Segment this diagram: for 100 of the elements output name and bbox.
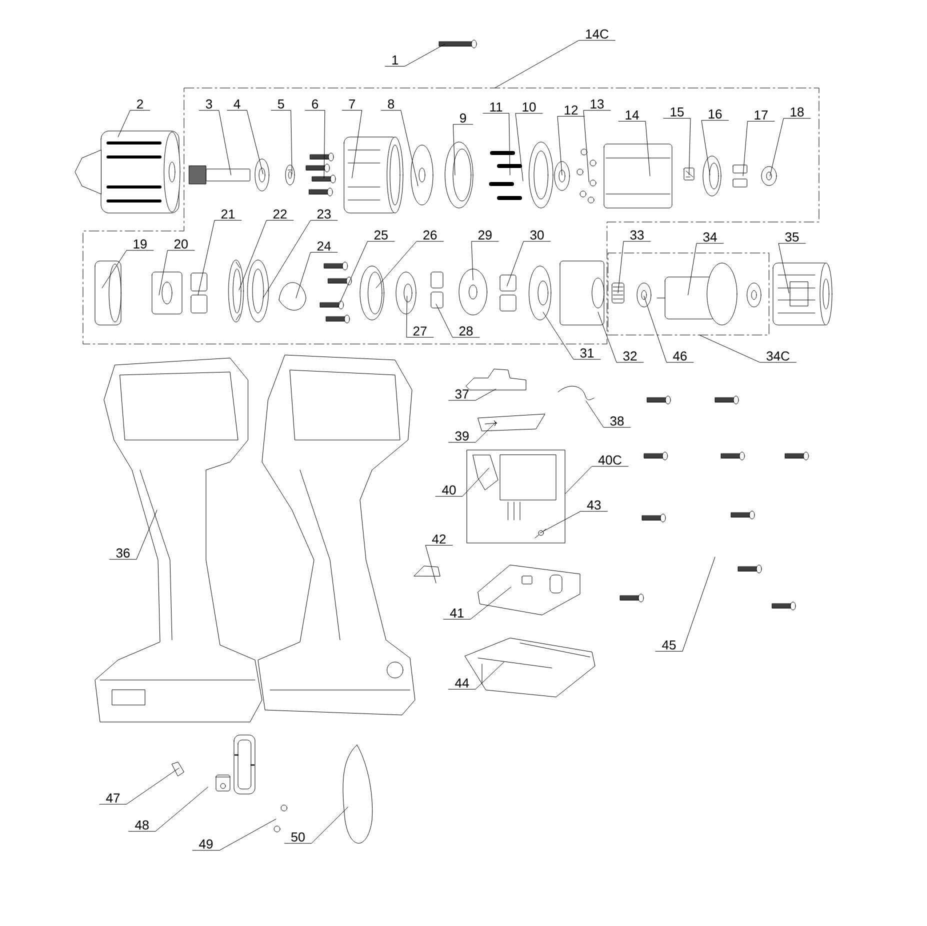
leader-line	[540, 511, 608, 534]
callout-number: 22	[273, 209, 287, 219]
leader-line	[663, 118, 691, 176]
part-drawing	[576, 148, 596, 204]
leader-line	[435, 468, 490, 497]
part-drawing	[430, 272, 444, 308]
leader-line	[109, 510, 158, 560]
leader-line	[471, 241, 499, 280]
assembly-frame	[466, 450, 566, 544]
part-drawing	[172, 762, 184, 776]
leader-line	[618, 120, 650, 176]
leader-line	[270, 110, 292, 174]
leader-line	[384, 44, 446, 66]
leader-line	[198, 220, 242, 296]
part-drawing	[360, 266, 384, 320]
callout-number: 42	[432, 534, 446, 544]
callout-number: 6	[312, 99, 318, 109]
part-drawing	[636, 282, 652, 308]
callout-number: 3	[206, 99, 212, 109]
part-drawing	[534, 528, 546, 538]
leader-line	[583, 110, 611, 182]
callout-number: 44	[455, 678, 469, 688]
callout-number: 20	[174, 239, 188, 249]
leader-line	[770, 118, 811, 176]
part-drawing	[554, 161, 570, 191]
assembly-frame	[608, 252, 770, 336]
callout-number: 14	[626, 110, 639, 120]
leader-line	[557, 116, 585, 176]
callout-number: 13	[590, 99, 604, 109]
part-drawing	[612, 282, 624, 304]
leader-line	[284, 806, 348, 844]
callout-number: 43	[587, 500, 601, 510]
callout-number: 14C	[586, 29, 608, 39]
leader-line	[304, 110, 326, 178]
assembly-frame	[82, 88, 820, 344]
part-drawing	[216, 734, 256, 794]
part-drawing	[772, 262, 832, 326]
leader-line	[778, 243, 806, 294]
callout-number: 33	[630, 230, 644, 240]
callout-number: 39	[455, 431, 469, 441]
callout-number: 21	[221, 209, 235, 219]
part-drawing	[94, 358, 262, 722]
callout-number: 1	[392, 56, 398, 64]
callout-number: 15	[670, 107, 684, 117]
leader-line	[494, 40, 616, 88]
leader-line	[226, 110, 264, 174]
leader-line	[338, 241, 395, 308]
callout-number: 47	[106, 794, 120, 802]
part-drawing	[344, 136, 404, 214]
part-drawing	[500, 274, 516, 312]
part-drawing	[489, 151, 523, 200]
leader-line	[506, 241, 551, 286]
part-drawing	[188, 166, 250, 184]
part-drawing	[396, 272, 416, 314]
leader-line	[99, 768, 180, 804]
callout-number: 48	[135, 820, 149, 830]
part-drawing	[152, 272, 182, 314]
part-drawing	[466, 368, 526, 390]
leader-line	[436, 304, 480, 338]
part-drawing	[190, 272, 208, 314]
callout-number: 46	[673, 351, 687, 361]
part-drawing	[274, 804, 288, 832]
part-drawing	[306, 152, 336, 196]
callout-number: 12	[564, 105, 578, 115]
part-drawing	[702, 156, 722, 196]
callout-number: 4	[234, 100, 240, 108]
callout-number: 32	[623, 351, 637, 361]
callout-number: 9	[460, 113, 466, 123]
part-drawing	[414, 566, 440, 576]
callout-number: 29	[478, 230, 492, 240]
part-drawing	[528, 266, 552, 320]
leader-line	[655, 556, 716, 652]
part-drawing	[478, 414, 546, 432]
callout-number: 23	[317, 209, 331, 219]
part-drawing	[278, 282, 306, 310]
part-drawing	[320, 262, 352, 324]
part-drawing	[761, 166, 777, 186]
leader-line	[542, 312, 601, 360]
callout-number: 37	[455, 389, 469, 399]
leader-line	[515, 113, 543, 182]
leader-line	[102, 250, 154, 288]
leader-line	[192, 818, 276, 851]
part-drawing	[458, 268, 488, 316]
callout-number: 18	[790, 107, 804, 117]
callout-number: 40C	[598, 455, 622, 465]
callout-number: 10	[522, 102, 536, 112]
leader-line	[406, 296, 434, 338]
leader-line	[118, 110, 150, 138]
leader-line	[742, 120, 775, 176]
callout-number: 5	[278, 99, 284, 109]
part-drawing	[74, 130, 180, 214]
leader-line	[688, 243, 724, 296]
leader-line	[158, 250, 195, 296]
part-drawing	[342, 744, 373, 844]
leader-line	[448, 422, 496, 443]
leader-line	[342, 110, 362, 178]
callout-number: 28	[459, 326, 473, 336]
leader-line	[700, 335, 796, 363]
part-drawing	[410, 144, 434, 206]
part-drawing	[228, 260, 244, 322]
